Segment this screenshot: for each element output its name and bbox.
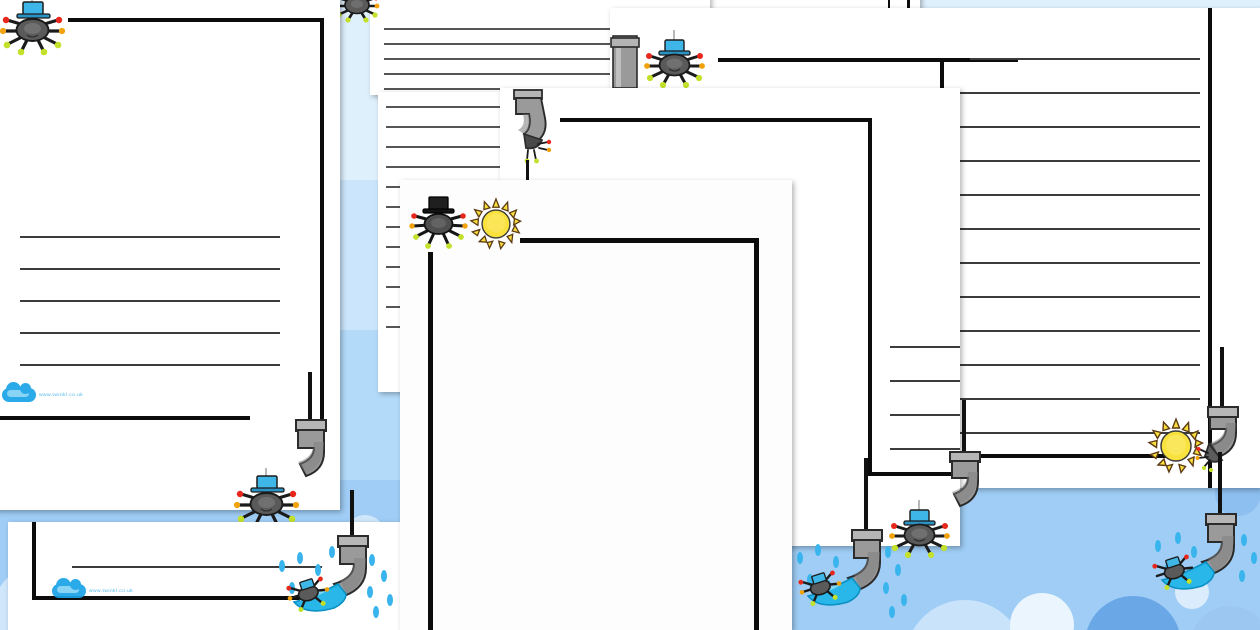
writing-line	[950, 432, 1200, 434]
page-frame-bottom	[0, 416, 250, 420]
vertical-downpipe-top	[608, 35, 642, 90]
writing-line	[384, 43, 696, 45]
writing-line	[890, 414, 960, 416]
sun-icon-right	[1147, 417, 1205, 475]
writing-line	[950, 160, 1200, 162]
writing-line	[950, 364, 1200, 366]
writing-line	[950, 398, 1200, 400]
watermark-logo: www.twinkl.co.uk	[52, 578, 134, 598]
drainpipe-sheet7	[938, 400, 1000, 526]
writing-line	[890, 346, 960, 348]
page-frame-right	[754, 238, 759, 630]
writing-line	[950, 228, 1200, 230]
writing-line	[970, 58, 1200, 60]
watermark-url: www.twinkl.co.uk	[39, 392, 84, 398]
writing-line	[950, 194, 1200, 196]
writing-line	[950, 262, 1200, 264]
spider-with-blue-hat-sheet7	[883, 500, 955, 559]
writing-line	[384, 58, 696, 60]
sheet-bordered-page-lower-left[interactable]: www.twinkl.co.uk	[8, 522, 400, 630]
sheet-blank-bordered-front[interactable]	[400, 180, 792, 630]
drainpipe-right	[1195, 347, 1256, 479]
page-frame-top	[520, 238, 758, 243]
writing-line	[20, 364, 280, 366]
writing-line	[20, 236, 280, 238]
writing-line	[20, 268, 280, 270]
spider-with-blue-hat-top-left	[0, 0, 70, 56]
page-frame-bottom	[940, 454, 1182, 458]
sun-icon-left	[469, 197, 523, 251]
writing-line	[890, 448, 960, 450]
drainpipe-with-spider-top	[498, 88, 568, 184]
page-frame-top	[560, 118, 872, 122]
sheet-lined-page-far-left[interactable]: www.twinkl.co.uk	[0, 0, 340, 510]
page-frame-top	[68, 18, 324, 22]
cloud-logo-icon	[52, 578, 86, 598]
writing-line	[950, 330, 1200, 332]
page-frame-bottom	[868, 472, 960, 476]
watermark-url: www.twinkl.co.uk	[89, 588, 134, 594]
page-frame-left	[32, 522, 36, 600]
drainpipe-rain-spider-front	[786, 458, 916, 628]
spider-with-top-hat	[406, 196, 472, 252]
page-frame-top	[718, 58, 1018, 62]
writing-line	[20, 332, 280, 334]
spider-with-blue-hat-hanging	[638, 30, 710, 89]
writing-line	[890, 380, 960, 382]
page-frame-right	[320, 18, 324, 430]
writing-line	[950, 296, 1200, 298]
drainpipe-rain-spider-far-right	[1140, 452, 1260, 622]
watermark-logo: www.twinkl.co.uk	[2, 382, 84, 402]
writing-line	[384, 28, 696, 30]
writing-line	[20, 300, 280, 302]
page-frame-bottom	[32, 596, 332, 600]
cloud-logo-icon	[2, 382, 36, 402]
page-frame-left	[428, 252, 433, 630]
drainpipe-rain-spider-sheet2	[272, 490, 402, 630]
writing-line	[950, 126, 1200, 128]
writing-line	[950, 92, 1200, 94]
page-frame-right-outer	[1208, 8, 1212, 488]
spider-with-blue-hat-sheet1	[228, 468, 304, 530]
drainpipe-sheet1	[286, 372, 348, 496]
page-frame-right	[868, 118, 872, 476]
writing-line	[384, 73, 696, 75]
writing-line	[72, 566, 322, 568]
